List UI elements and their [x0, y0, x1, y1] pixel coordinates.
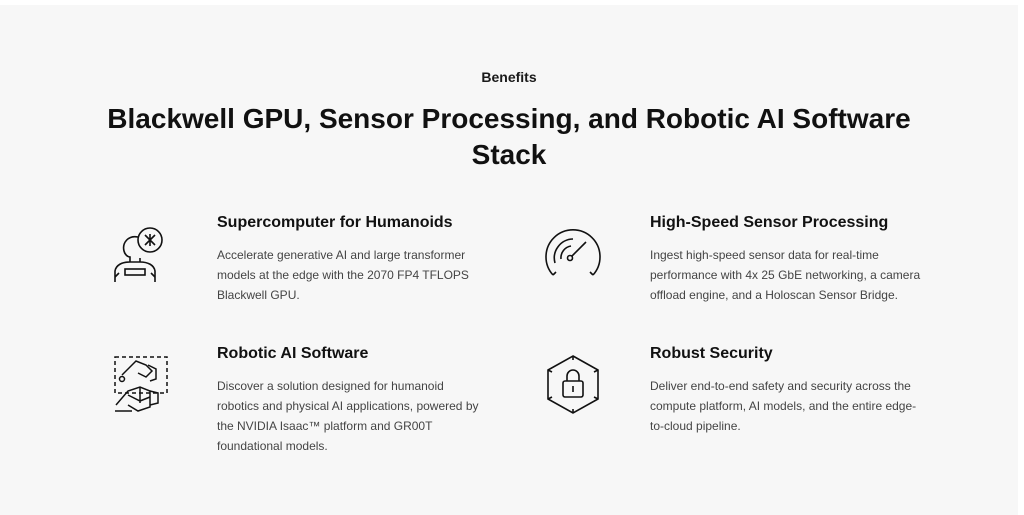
section-title: Blackwell GPU, Sensor Processing, and Ro…	[0, 101, 1018, 173]
description-line: Discover a solution designed for humanoi…	[217, 379, 444, 393]
description-line: models at the edge with the 2070 FP4 TFL…	[217, 268, 469, 282]
description-line: foundational models.	[217, 439, 328, 453]
description-line: Deliver end-to-end safety and security a…	[650, 379, 911, 393]
description-line: the NVIDIA Isaac™ platform and GR00T	[217, 419, 433, 433]
hexagon-lock-icon	[543, 353, 603, 414]
benefit-title: Robotic AI Software	[217, 345, 369, 362]
benefit-card-sensor-processing: High-Speed Sensor Processing Ingest high…	[650, 212, 970, 305]
benefit-description: Deliver end-to-end safety and security a…	[650, 376, 970, 436]
description-line: Blackwell GPU.	[217, 288, 300, 302]
description-line: Accelerate generative AI and large trans…	[217, 248, 466, 262]
description-line: offload engine, and a Holoscan Sensor Br…	[650, 288, 898, 302]
benefit-description: Ingest high-speed sensor data for real-t…	[650, 245, 970, 305]
description-line: compute platform, AI models, and the ent…	[650, 399, 917, 413]
title-line-1: Blackwell GPU, Sensor Processing, and Ro…	[107, 103, 911, 134]
humanoid-chip-icon	[110, 225, 170, 285]
benefit-title: High-Speed Sensor Processing	[650, 214, 889, 231]
speed-gauge-icon	[543, 223, 603, 283]
benefit-title: Robust Security	[650, 345, 773, 362]
benefit-description: Accelerate generative AI and large trans…	[217, 245, 517, 305]
benefit-title: Supercomputer for Humanoids	[217, 214, 453, 231]
benefit-card-robust-security: Robust Security Deliver end-to-end safet…	[650, 343, 970, 436]
description-line: performance with 4x 25 GbE networking, a…	[650, 268, 921, 282]
benefits-section: Benefits Blackwell GPU, Sensor Processin…	[0, 5, 1018, 515]
section-eyebrow: Benefits	[481, 69, 537, 85]
benefit-description: Discover a solution designed for humanoi…	[217, 376, 517, 456]
title-line-2: Stack	[471, 139, 547, 170]
benefit-card-supercomputer: Supercomputer for Humanoids Accelerate g…	[217, 212, 517, 305]
description-line: Ingest high-speed sensor data for real-t…	[650, 248, 879, 262]
description-line: to-cloud pipeline.	[650, 419, 741, 433]
robotic-hands-icon	[112, 355, 172, 415]
description-line: robotics and physical AI applications, p…	[217, 399, 479, 413]
benefit-card-robotic-ai-software: Robotic AI Software Discover a solution …	[217, 343, 517, 456]
